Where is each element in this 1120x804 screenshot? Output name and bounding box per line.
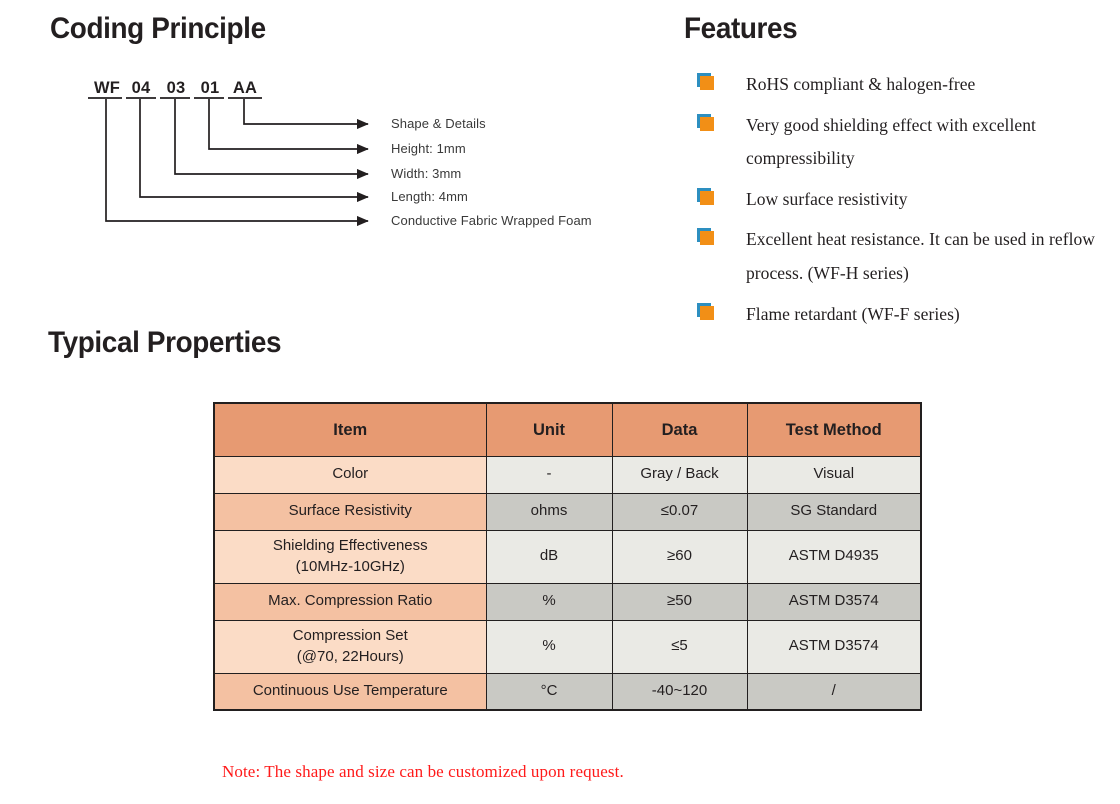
cell-unit: dB bbox=[485, 529, 613, 584]
list-item: RoHS compliant & halogen-free bbox=[697, 68, 1109, 102]
code-segment-shape: AA bbox=[232, 79, 258, 97]
callout-label-shape: Shape & Details bbox=[391, 116, 486, 131]
list-item: Excellent heat resistance. It can be use… bbox=[697, 223, 1109, 290]
table-row: Max. Compression Ratio % ≥50 ASTM D3574 bbox=[213, 582, 922, 621]
cell-item-line2: (@70, 22Hours) bbox=[296, 647, 404, 665]
column-header-item: Item bbox=[213, 402, 487, 457]
list-item: Flame retardant (WF-F series) bbox=[697, 298, 1109, 332]
table-header-row: Item Unit Data Test Method bbox=[213, 402, 922, 457]
cell-unit: ohms bbox=[485, 492, 613, 531]
coding-principle-diagram: WF 04 03 01 AA bbox=[0, 0, 680, 250]
cell-unit: - bbox=[485, 455, 613, 494]
cell-method: SG Standard bbox=[746, 492, 922, 531]
note-text: Note: The shape and size can be customiz… bbox=[222, 762, 624, 781]
square-bullet-icon bbox=[697, 187, 715, 207]
feature-text: Low surface resistivity bbox=[746, 188, 908, 209]
cell-method: ASTM D4935 bbox=[746, 529, 922, 584]
cell-data: -40~120 bbox=[611, 672, 748, 711]
cell-item-line2: (10MHz-10GHz) bbox=[295, 557, 405, 575]
cell-method: / bbox=[746, 672, 922, 711]
cell-item: Continuous Use Temperature bbox=[213, 672, 487, 711]
cell-method: ASTM D3574 bbox=[746, 619, 922, 674]
cell-item-line1: Compression Set bbox=[292, 627, 408, 645]
cell-item: Color bbox=[213, 455, 487, 494]
cell-unit: °C bbox=[485, 672, 613, 711]
cell-item-line1: Shielding Effectiveness bbox=[272, 537, 428, 555]
code-segment-width: 03 bbox=[166, 79, 186, 97]
table-row: Color - Gray / Back Visual bbox=[213, 455, 922, 494]
square-bullet-icon bbox=[697, 302, 715, 322]
page-title-typical-properties: Typical Properties bbox=[48, 326, 282, 359]
list-item: Very good shielding effect with excellen… bbox=[697, 109, 1109, 176]
table-row: Surface Resistivity ohms ≤0.07 SG Standa… bbox=[213, 492, 922, 531]
code-segment-length: 04 bbox=[131, 79, 151, 97]
cell-method: Visual bbox=[746, 455, 922, 494]
cell-data: ≤0.07 bbox=[611, 492, 748, 531]
cell-data: Gray / Back bbox=[611, 455, 748, 494]
square-bullet-icon bbox=[697, 113, 715, 133]
cell-item: Surface Resistivity bbox=[213, 492, 487, 531]
callout-label-length: Length: 4mm bbox=[391, 189, 468, 204]
page-title-coding-principle: Coding Principle bbox=[50, 12, 266, 45]
code-segment-height: 01 bbox=[200, 79, 220, 97]
cell-data: ≥50 bbox=[611, 582, 748, 621]
cell-item: Shielding Effectiveness (10MHz-10GHz) bbox=[213, 529, 487, 584]
column-header-data: Data bbox=[611, 402, 748, 457]
cell-item: Compression Set (@70, 22Hours) bbox=[213, 619, 487, 674]
cell-unit: % bbox=[485, 582, 613, 621]
cell-data: ≤5 bbox=[611, 619, 748, 674]
cell-method: ASTM D3574 bbox=[746, 582, 922, 621]
column-header-unit: Unit bbox=[485, 402, 613, 457]
column-header-test-method: Test Method bbox=[746, 402, 922, 457]
callout-label-width: Width: 3mm bbox=[391, 166, 462, 181]
square-bullet-icon bbox=[697, 73, 715, 92]
feature-text: Excellent heat resistance. It can be use… bbox=[746, 229, 1095, 283]
cell-item: Max. Compression Ratio bbox=[213, 582, 487, 621]
callout-label-height: Height: 1mm bbox=[391, 141, 466, 156]
square-bullet-icon bbox=[697, 228, 715, 247]
callout-label-material: Conductive Fabric Wrapped Foam bbox=[391, 213, 592, 228]
code-segment-wf: WF bbox=[93, 79, 121, 97]
features-list: RoHS compliant & halogen-free Very good … bbox=[697, 68, 1109, 338]
table-row: Compression Set (@70, 22Hours) % ≤5 ASTM… bbox=[213, 619, 922, 674]
cell-unit: % bbox=[485, 619, 613, 674]
list-item: Low surface resistivity bbox=[697, 183, 1109, 217]
typical-properties-table: Item Unit Data Test Method Color - Gray … bbox=[213, 402, 922, 711]
feature-text: RoHS compliant & halogen-free bbox=[746, 74, 976, 94]
page-title-features: Features bbox=[684, 12, 798, 45]
leader-lines-svg bbox=[88, 97, 369, 227]
cell-data: ≥60 bbox=[611, 529, 748, 584]
feature-text: Flame retardant (WF-F series) bbox=[746, 303, 960, 324]
table-row: Shielding Effectiveness (10MHz-10GHz) dB… bbox=[213, 529, 922, 584]
feature-text: Very good shielding effect with excellen… bbox=[746, 114, 1036, 169]
table-row: Continuous Use Temperature °C -40~120 / bbox=[213, 672, 922, 711]
